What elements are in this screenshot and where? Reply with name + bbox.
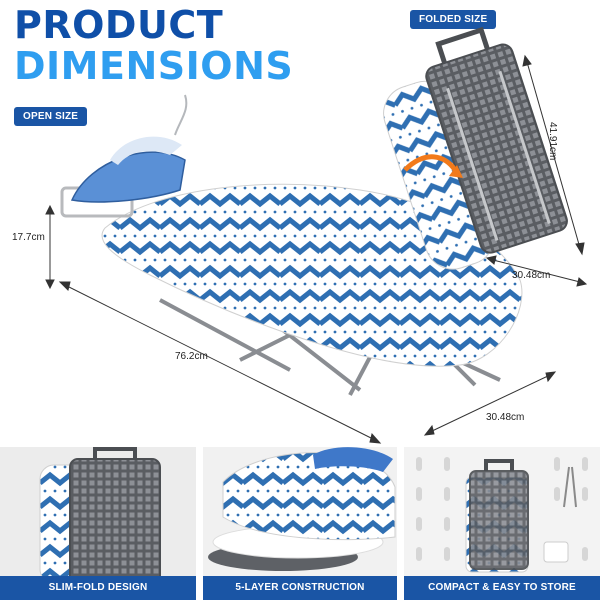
slim-fold-illustration (39, 447, 161, 576)
panel-compact-label: COMPACT & EASY TO STORE (404, 576, 600, 600)
panel-five-layer-label: 5-LAYER CONSTRUCTION (203, 576, 397, 600)
folded-width-label: 30.48cm (512, 270, 551, 281)
compact-storage-illustration (416, 457, 588, 573)
panel-compact: COMPACT & EASY TO STORE (404, 447, 600, 600)
open-ironing-board-illustration (45, 94, 557, 444)
heading-product: PRODUCT (14, 3, 224, 47)
folded-ironing-board-illustration (383, 26, 588, 287)
steam-iron (70, 151, 186, 203)
open-height-label: 17.7cm (12, 232, 45, 243)
board-surface (101, 183, 523, 367)
open-length-label: 76.2cm (175, 351, 208, 362)
panel-slim-fold-label: SLIM-FOLD DESIGN (0, 576, 196, 600)
heading-dimensions: DIMENSIONS (14, 44, 294, 88)
open-size-badge: OPEN SIZE (14, 107, 88, 126)
folded-size-badge: FOLDED SIZE (410, 10, 497, 29)
folded-height-label: 41.91cm (547, 122, 558, 161)
panel-slim-fold: SLIM-FOLD DESIGN (0, 447, 196, 600)
open-width-label: 30.48cm (486, 412, 525, 423)
five-layer-illustration (203, 447, 397, 576)
panel-five-layer: 5-LAYER CONSTRUCTION (203, 447, 397, 600)
